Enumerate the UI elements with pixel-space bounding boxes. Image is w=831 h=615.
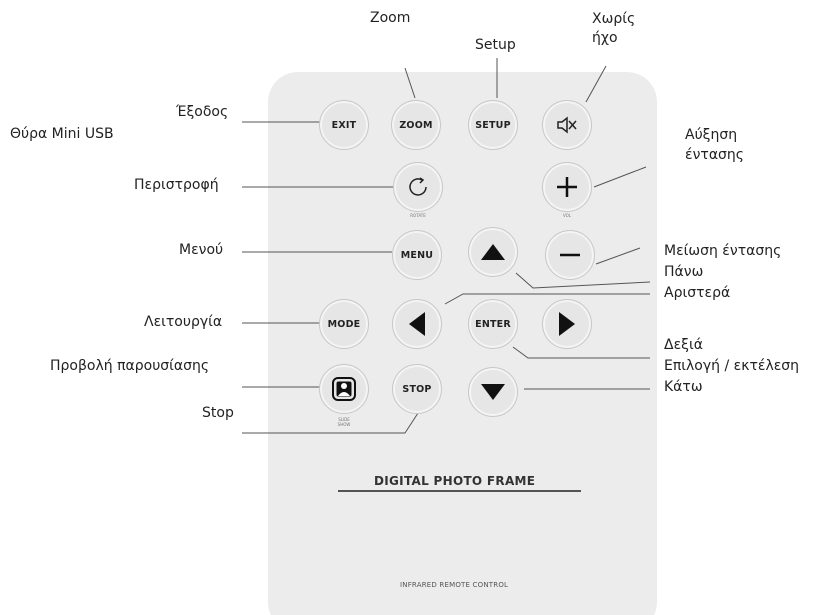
exit-callout: Έξοδος [176, 104, 229, 120]
stop-callout: Stop [202, 405, 234, 421]
rotate-icon [409, 177, 427, 196]
rotate-small-label: ROTATE [410, 213, 426, 218]
mode-callout: Λειτουργία [144, 314, 223, 330]
mini-usb-callout: Θύρα Mini USB [10, 126, 114, 142]
up-callout: Πάνω [664, 264, 704, 280]
stop-button-label: STOP [402, 383, 432, 395]
device-subtitle: INFRARED REMOTE CONTROL [400, 581, 509, 589]
vol-small-label: VOL [562, 213, 572, 218]
setup-button-label: SETUP [475, 119, 511, 131]
left-button[interactable] [392, 299, 442, 349]
volume-up-callout-line2: έντασης [685, 147, 745, 163]
exit-button-label: EXIT [331, 119, 357, 131]
up-button[interactable] [468, 227, 518, 277]
down-triangle-icon [481, 384, 505, 400]
mute-icon [557, 116, 577, 134]
rotate-button[interactable] [393, 162, 443, 212]
setup-callout: Setup [475, 37, 516, 53]
zoom-button[interactable]: ZOOM [391, 100, 441, 150]
enter-callout: Επιλογή / εκτέλεση [664, 358, 800, 374]
zoom-button-label: ZOOM [399, 119, 433, 131]
volume-up-button[interactable] [542, 162, 592, 212]
slideshow-icon [332, 377, 356, 401]
mute-callout-line1: Χωρίς [592, 11, 636, 27]
mode-button[interactable]: MODE [319, 299, 369, 349]
show-small-label: SHOW [337, 422, 351, 427]
remote-control-body [268, 72, 657, 615]
down-callout: Κάτω [664, 379, 703, 395]
left-callout: Αριστερά [664, 285, 731, 301]
mute-callout-line2: ήχο [592, 30, 618, 46]
stop-button[interactable]: STOP [392, 364, 442, 414]
volume-up-callout-line1: Αύξηση [685, 127, 738, 143]
rotate-callout: Περιστροφή [134, 177, 219, 193]
slideshow-callout: Προβολή παρουσίασης [50, 358, 210, 374]
menu-button[interactable]: MENU [392, 230, 442, 280]
slide-small-label: SLIDE [338, 417, 350, 422]
right-button[interactable] [542, 299, 592, 349]
menu-callout: Μενού [179, 242, 224, 258]
mode-button-label: MODE [327, 318, 361, 330]
right-callout: Δεξιά [664, 337, 703, 353]
enter-button-label: ENTER [475, 318, 511, 330]
enter-button[interactable]: ENTER [468, 299, 518, 349]
volume-down-button[interactable] [545, 230, 595, 280]
volume-down-callout: Μείωση έντασης [664, 243, 782, 259]
up-triangle-icon [481, 244, 505, 260]
left-triangle-icon [409, 312, 425, 336]
mute-button[interactable] [542, 100, 592, 150]
zoom-callout: Zoom [370, 10, 411, 26]
brand-title: DIGITAL PHOTO FRAME [374, 474, 536, 488]
menu-button-label: MENU [400, 249, 434, 261]
right-triangle-icon [559, 312, 575, 336]
plus-icon [557, 177, 577, 197]
exit-button[interactable]: EXIT [319, 100, 369, 150]
setup-button[interactable]: SETUP [468, 100, 518, 150]
slideshow-button[interactable] [319, 364, 369, 414]
minus-icon [560, 253, 580, 257]
down-button[interactable] [468, 367, 518, 417]
